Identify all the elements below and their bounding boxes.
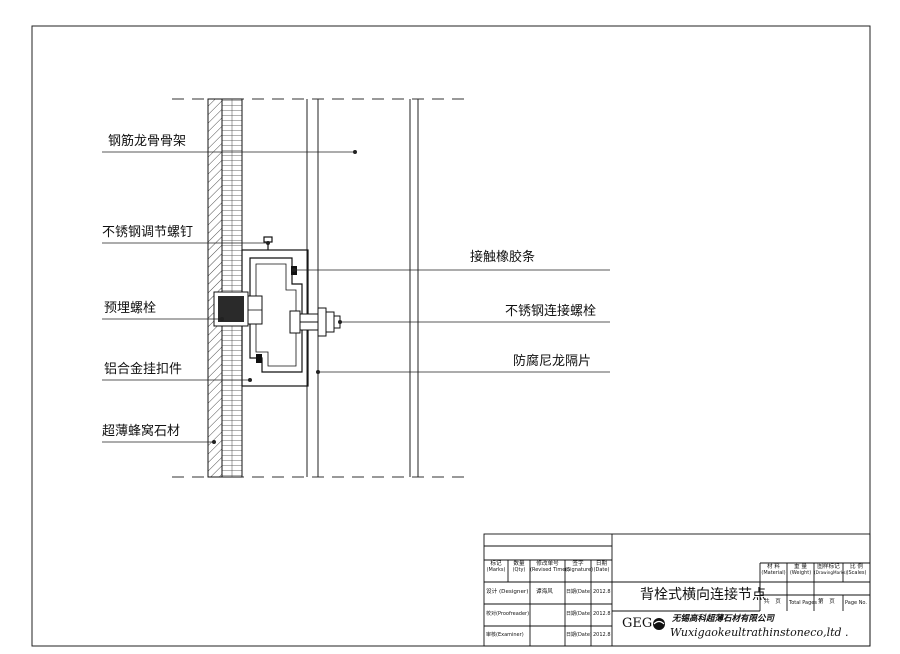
tb-page-en: Page No. (845, 600, 867, 606)
drawing-border (31, 25, 871, 647)
tb-examiner-label: 审核(Examiner) (486, 632, 524, 638)
tb-scale: 比 例(Scales) (846, 564, 867, 576)
tb-weight: 重 量(Weight) (789, 564, 812, 576)
tb-examiner-date-label: 日期(Date) (566, 632, 592, 638)
label-nylon-spacer: 防腐尼龙隔片 (513, 354, 592, 369)
company-name-cn: 无锡高科超薄石材有限公司 (672, 614, 775, 624)
tb-date: 日期(Date) (593, 561, 610, 573)
tb-examiner-date: 2012.8 (593, 632, 611, 638)
tb-marks: 标记(Marks) (486, 561, 506, 573)
label-steel-frame: 钢筋龙骨骨架 (108, 134, 187, 149)
tb-proof-label: 校对(Proofreader) (486, 611, 530, 617)
tb-signature: 签字(Signature) (565, 561, 594, 573)
label-adjust-screw: 不锈钢调节螺钉 (102, 225, 194, 240)
tb-total-en: Total Pages (789, 600, 817, 606)
tb-page-label: 第 页 (818, 599, 835, 605)
tb-designer-date-label: 日期(Date) (566, 589, 592, 595)
stone-panel (207, 98, 243, 478)
stainless-connection-bolt (289, 307, 341, 337)
tb-total-label: 共 页 (764, 599, 781, 605)
company-logo: GEG (622, 616, 653, 631)
tb-designer-date: 2012.8 (593, 589, 611, 595)
tb-qty: 数量(Qty) (512, 561, 526, 573)
embedded-bolt (213, 291, 263, 327)
tb-proof-date: 2012.8 (593, 611, 611, 617)
company-name-en: Wuxigaokeultrathinstoneco,ltd . (670, 626, 849, 639)
leader-lines (102, 149, 610, 444)
tb-drawing-mark: 图样标记(DrawingMarks) (814, 564, 848, 575)
label-rubber-strip: 接触橡胶条 (470, 250, 536, 265)
label-embedded-bolt: 预埋螺栓 (104, 301, 157, 316)
tb-proof-date-label: 日期(Date) (566, 611, 592, 617)
label-aluminum-hanger: 铝合金挂扣件 (104, 362, 183, 377)
title-block-grid (483, 533, 871, 647)
tb-material: 材 料(Material) (761, 564, 786, 576)
label-honeycomb-stone: 超薄蜂窝石材 (102, 424, 181, 439)
steel-frame-lines (306, 99, 419, 477)
label-ss-bolt: 不锈钢连接螺栓 (505, 304, 597, 319)
tb-designer-name: 谭海风 (536, 589, 553, 595)
tb-revised: 修改单号(Revised Times) (530, 561, 570, 573)
geg-logo-mark (653, 618, 665, 630)
tb-designer-label: 设计 (Designer) (486, 589, 529, 595)
drawing-title: 背栓式横向连接节点 (640, 587, 766, 603)
